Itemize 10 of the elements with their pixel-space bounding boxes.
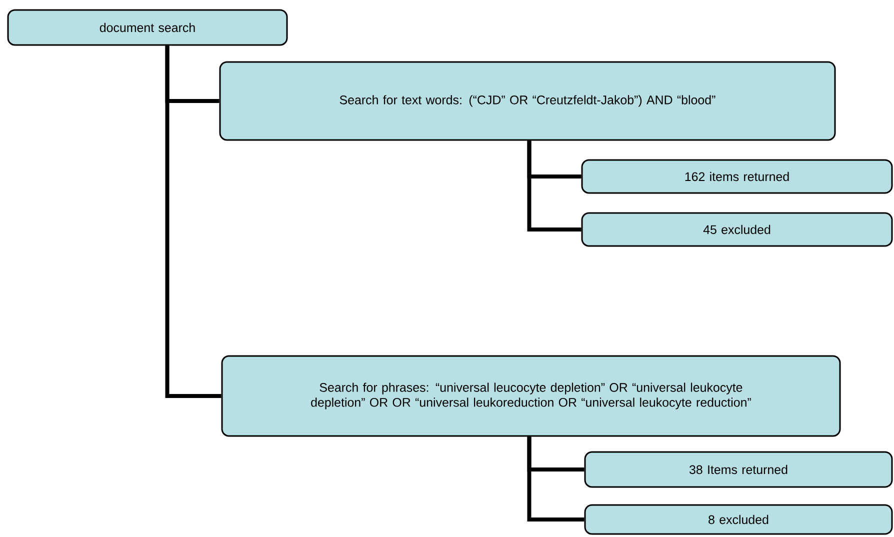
process-box: Search for text words: (“CJD” OR “Creutzfeldt-Jakob”) AND “blood” (219, 61, 836, 141)
connector-line (527, 140, 582, 232)
process-box: 162 items returned (581, 159, 893, 194)
connector-line (527, 436, 584, 522)
process-box: 38 Items returned (584, 451, 893, 488)
process-box: 8 excluded (584, 504, 893, 535)
process-box: 45 excluded (581, 212, 893, 247)
connector-line (165, 46, 222, 398)
process-box: Search for phrases: “universal leucocyte depletion” OR “universal leukocyte depletion” OR OR “universal leukoreduction OR “universal leukocyte reduction” (221, 355, 841, 437)
process-box: document search (7, 9, 288, 46)
